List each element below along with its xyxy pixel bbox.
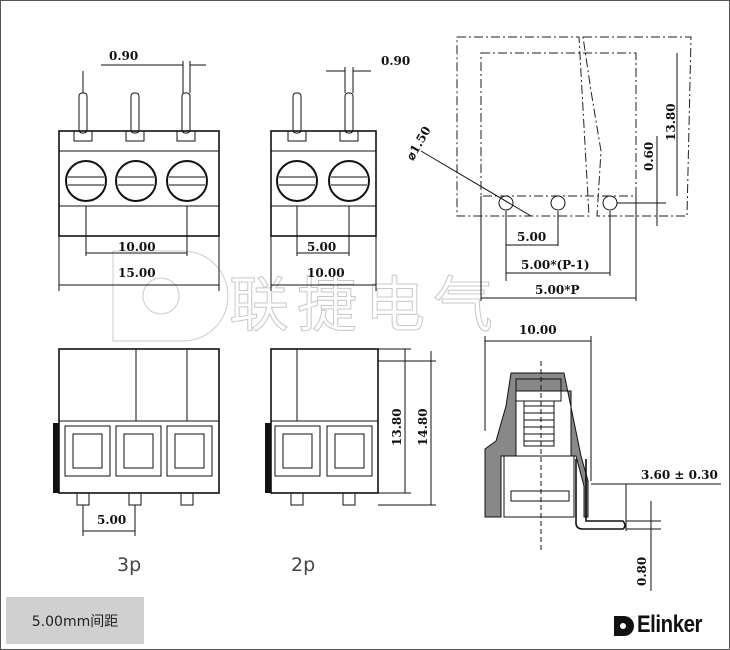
dim-body-height: 13.80 <box>390 408 404 446</box>
dim-total-height: 14.80 <box>416 408 430 446</box>
dim-pcb-pitch: 5.00 <box>517 230 546 244</box>
pcb-layout-view: ⌀1.50 0.60 13.80 5.00 5.00*(P-1) 5.00*P <box>403 36 692 301</box>
dim-pin-width-3p: 0.90 <box>109 49 138 63</box>
side-view: 10.00 3.60 ± 0.30 0.80 <box>484 323 721 591</box>
front-view-2p: 0.90 5.00 10.00 <box>270 54 410 291</box>
dim-pitch-p-minus-1: 5.00*(P-1) <box>521 258 590 272</box>
dim-depth: 13.80 <box>664 103 678 141</box>
label-3p: 3p <box>117 554 141 576</box>
front-view-3p: 0.90 10.00 15.00 <box>58 49 220 291</box>
label-2p: 2p <box>291 554 315 576</box>
dim-pitch-p: 5.00*P <box>535 283 580 297</box>
bottom-view-2p: 13.80 14.80 2p <box>265 348 436 576</box>
dim-bottom-pitch: 5.00 <box>97 513 126 527</box>
dim-hole-diameter: ⌀1.50 <box>403 124 433 163</box>
dim-pitch-3p: 10.00 <box>118 240 156 254</box>
dim-width-3p: 15.00 <box>118 266 156 280</box>
bottom-view-3p: 5.00 3p <box>53 348 220 576</box>
dim-pitch-2p: 5.00 <box>307 240 336 254</box>
brand-logo: Elinker <box>613 611 714 639</box>
dim-width-2p: 10.00 <box>307 266 345 280</box>
dim-side-depth: 10.00 <box>519 323 557 337</box>
dim-pin-length: 3.60 ± 0.30 <box>641 468 718 482</box>
logo-mark-icon <box>614 616 634 636</box>
dim-pin-thickness: 0.80 <box>635 557 649 586</box>
watermark-logo-mark <box>112 250 229 342</box>
dim-pin-width-2p: 0.90 <box>381 54 410 68</box>
logo-text: Elinker <box>637 611 703 638</box>
pitch-caption: 5.00mm间距 <box>6 597 144 644</box>
watermark: 联捷电气 <box>229 271 501 341</box>
dim-offset: 0.60 <box>642 142 656 171</box>
